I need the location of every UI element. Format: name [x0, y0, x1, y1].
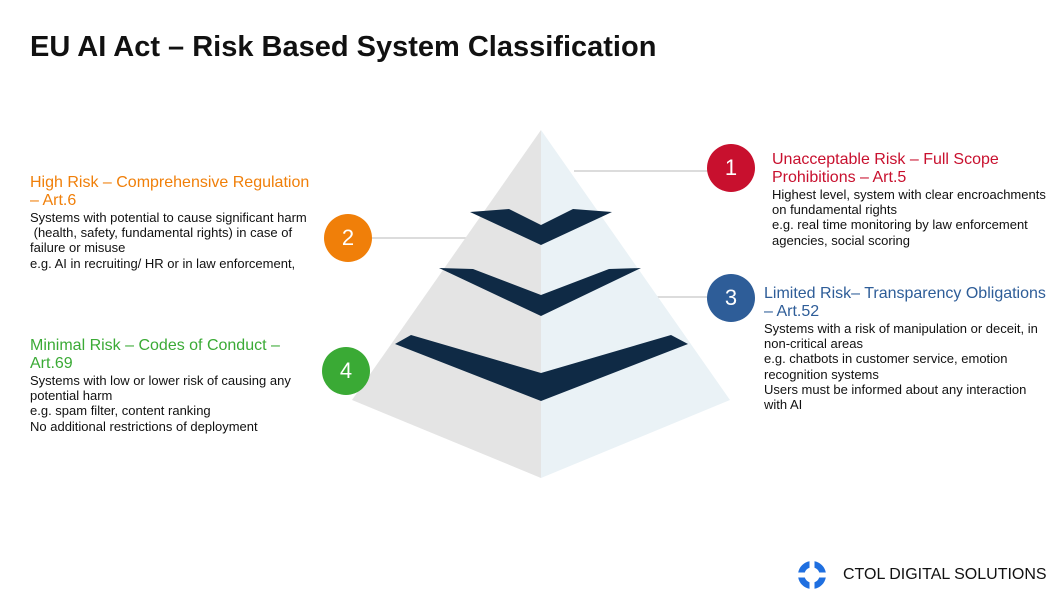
body-line: Systems with low or lower risk of causin…	[30, 373, 291, 388]
ctol-logo-icon	[798, 561, 826, 589]
pyramid-band-3	[395, 335, 688, 401]
level-2-description: High Risk – Comprehensive Regulation – A…	[30, 174, 309, 271]
level-4-heading: Minimal Risk – Codes of Conduct – Art.69	[30, 337, 291, 373]
heading-line: – Art.52	[764, 303, 820, 320]
pyramid-right-face	[541, 130, 730, 478]
level-3-badge: 3	[707, 274, 755, 322]
heading-line: Limited Risk– Transparency Obligations	[764, 285, 1046, 302]
level-1-body: Highest level, system with clear encroac…	[772, 187, 1046, 248]
level-2-heading: High Risk – Comprehensive Regulation – A…	[30, 174, 309, 210]
level-3-body: Systems with a risk of manipulation or d…	[764, 321, 1046, 412]
body-line: on fundamental rights	[772, 202, 898, 218]
body-line: e.g. spam filter, content ranking	[30, 403, 211, 419]
page-title: EU AI Act – Risk Based System Classifica…	[30, 31, 657, 63]
body-line: recognition systems	[764, 366, 879, 382]
level-3-heading: Limited Risk– Transparency Obligations –…	[764, 285, 1046, 321]
body-line: agencies, social scoring	[772, 232, 911, 248]
heading-line: Art.69	[30, 355, 73, 372]
level-1-heading: Unacceptable Risk – Full Scope Prohibiti…	[772, 151, 1046, 187]
heading-line: – Art.6	[30, 192, 77, 209]
pyramid-band-2	[439, 268, 641, 316]
heading-line: Prohibitions – Art.5	[772, 169, 907, 186]
body-line: non-critical areas	[764, 336, 863, 352]
body-line: Highest level, system with clear encroac…	[772, 187, 1046, 202]
level-2-body: Systems with potential to cause signific…	[30, 210, 309, 271]
body-line: (health, safety, fundamental rights) in …	[30, 225, 293, 241]
body-line: e.g. chatbots in customer service, emoti…	[764, 351, 1008, 367]
brand-name: CTOL DIGITAL SOLUTIONS	[843, 566, 1047, 583]
level-1-description: Unacceptable Risk – Full Scope Prohibiti…	[772, 151, 1046, 248]
heading-line: High Risk – Comprehensive Regulation	[30, 174, 310, 191]
body-line: potential harm	[30, 388, 113, 404]
brand: CTOL DIGITAL SOLUTIONS	[796, 559, 1047, 591]
body-line: Systems with potential to cause signific…	[30, 210, 307, 225]
level-4-badge: 4	[322, 347, 370, 395]
body-line: e.g. AI in recruiting/ HR or in law enfo…	[30, 255, 296, 271]
body-line: e.g. real time monitoring by law enforce…	[772, 217, 1028, 233]
level-4-description: Minimal Risk – Codes of Conduct – Art.69…	[30, 337, 291, 434]
level-2-badge: 2	[324, 214, 372, 262]
body-line: Systems with a risk of manipulation or d…	[764, 321, 1038, 336]
body-line: with AI	[764, 397, 803, 413]
pyramid-band-1	[470, 209, 612, 245]
heading-line: Minimal Risk – Codes of Conduct –	[30, 337, 280, 354]
body-line: No additional restrictions of deployment	[30, 418, 258, 434]
level-3-description: Limited Risk– Transparency Obligations –…	[764, 285, 1046, 412]
pyramid-left-face	[352, 130, 541, 478]
heading-line: Unacceptable Risk – Full Scope	[772, 151, 999, 168]
level-4-body: Systems with low or lower risk of causin…	[30, 373, 291, 434]
body-line: failure or misuse	[30, 240, 126, 256]
body-line: Users must be informed about any interac…	[764, 381, 1027, 397]
level-1-badge: 1	[707, 144, 755, 192]
